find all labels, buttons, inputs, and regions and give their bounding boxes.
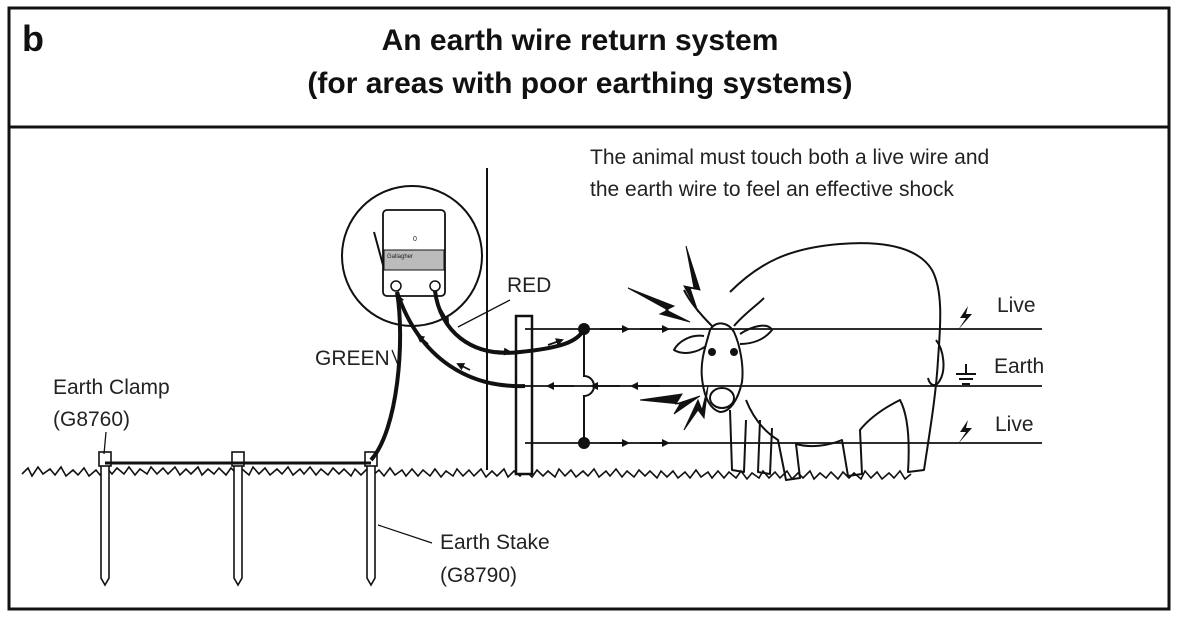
earth-return-lead (395, 291, 526, 389)
live-symbol-icon-bottom (958, 420, 972, 444)
label-earth-stake: Earth Stake (440, 531, 550, 554)
stake-leader (377, 524, 433, 544)
panel-letter: b (22, 18, 44, 59)
green-lead (369, 291, 403, 462)
title-line-1: An earth wire return system (381, 24, 779, 57)
energizer-display: 0 (413, 236, 417, 243)
red-leader (457, 299, 511, 328)
label-earth-clamp: Earth Clamp (53, 376, 170, 399)
note-line-1: The animal must touch both a live wire a… (590, 146, 990, 169)
label-earth: Earth (994, 355, 1045, 378)
clamp-leader (103, 431, 107, 455)
shock-spark-icons (627, 245, 709, 431)
junction-dot-bottom (578, 437, 590, 449)
earth-symbol-icon (956, 364, 976, 385)
label-live-top: Live (997, 294, 1036, 317)
green-leader (391, 349, 399, 366)
lead-flow-arrows (396, 294, 564, 371)
cow-illustration (673, 242, 945, 481)
wire-flow-arrows (546, 325, 670, 447)
label-earth-stake-code: (G8790) (440, 564, 518, 587)
earth-stakes (98, 451, 378, 587)
live-symbol-icon-top (958, 306, 972, 330)
ground-grass (21, 465, 912, 481)
label-live-bottom: Live (995, 413, 1034, 436)
title-line-2: (for areas with poor earthing systems) (307, 67, 853, 100)
label-earth-clamp-code: (G8760) (53, 408, 131, 431)
fence-post (514, 314, 534, 476)
earth-terminal-icon (390, 280, 402, 292)
energizer-unit (373, 209, 446, 297)
outer-border (7, 6, 1171, 611)
fence-terminal-icon (429, 280, 441, 292)
label-red: RED (507, 274, 552, 297)
note-line-2: the earth wire to feel an effective shoc… (590, 178, 954, 201)
energizer-brand-logo: Gallagher (387, 254, 414, 260)
label-green: GREEN (315, 347, 390, 370)
